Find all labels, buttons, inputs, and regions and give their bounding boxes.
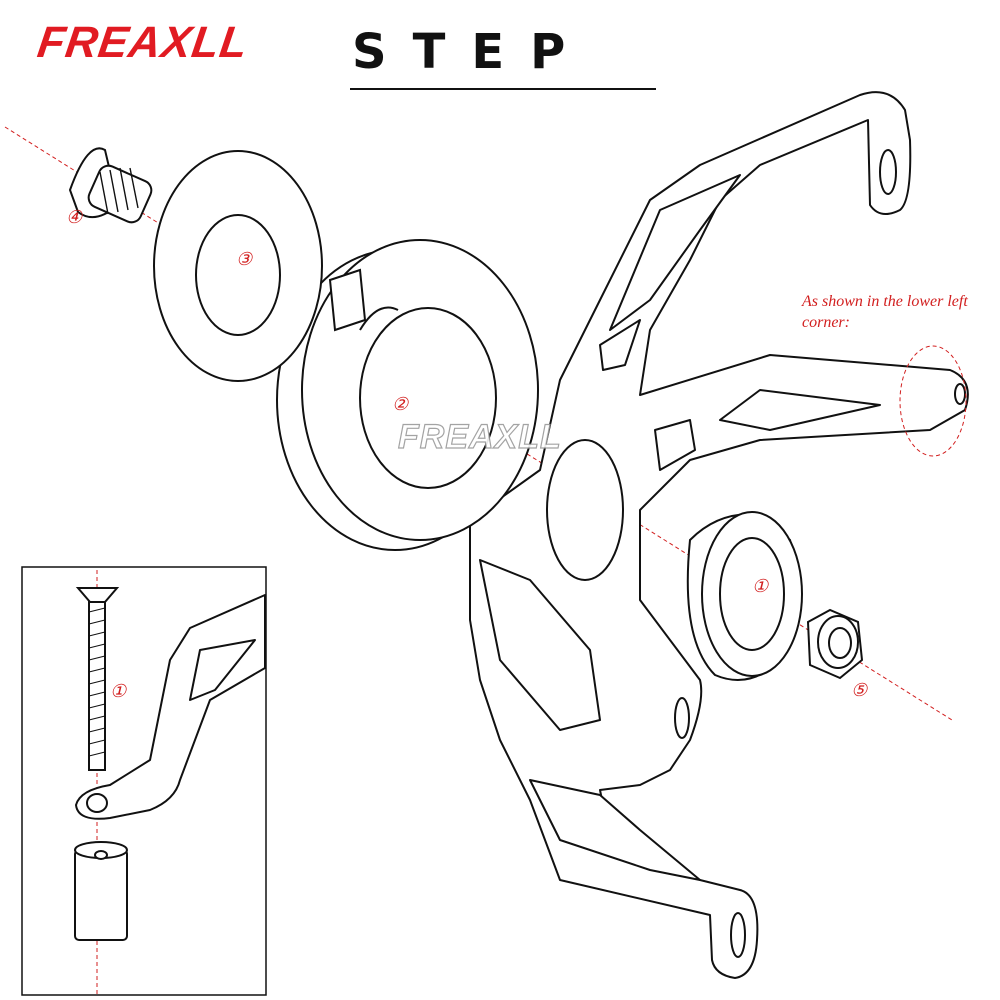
part-5-nut bbox=[806, 608, 864, 680]
inset-label-part-1: ① bbox=[110, 681, 127, 701]
title-underline bbox=[350, 88, 656, 90]
part-1-spacer bbox=[686, 511, 803, 681]
label-part-3: ③ bbox=[236, 249, 253, 269]
page-title: STEP bbox=[352, 24, 592, 80]
part-4-screw bbox=[68, 147, 153, 224]
callout-note: As shown in the lower left corner: bbox=[802, 293, 968, 331]
watermark: FREAXLL bbox=[397, 417, 562, 456]
part-2-cover bbox=[276, 239, 539, 551]
label-part-5: ⑤ bbox=[851, 680, 868, 700]
bracket bbox=[469, 91, 969, 979]
label-part-2: ② bbox=[392, 394, 409, 414]
label-part-1: ① bbox=[752, 576, 769, 596]
label-part-4: ④ bbox=[66, 207, 83, 227]
part-3-washer bbox=[153, 150, 323, 382]
callout-ellipse bbox=[899, 345, 967, 457]
inset-detail: ① bbox=[21, 566, 267, 996]
